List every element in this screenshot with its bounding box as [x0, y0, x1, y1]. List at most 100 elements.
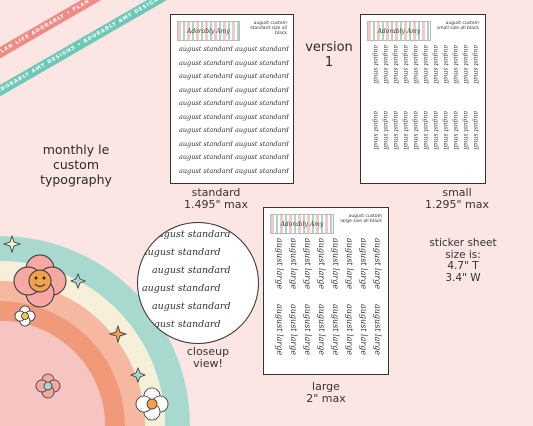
sticker-large: august large [303, 238, 312, 290]
sticker-small: august small [402, 45, 409, 84]
large-caption-title: large [312, 380, 340, 393]
sticker-standard: august standard [235, 58, 289, 67]
sticker-standard: august standard [179, 139, 233, 148]
small-caption-size: 1.295" max [424, 198, 489, 211]
sticker-standard: august standard [235, 139, 289, 148]
sticker-small: august small [392, 45, 399, 84]
sheet-title: august custom large size all black [340, 214, 382, 224]
flower-small-1 [14, 305, 36, 327]
small-sticker-sheet: Adorably Amy august custom small size al… [360, 14, 486, 184]
closeup-caption: closeup view! [180, 346, 236, 370]
sticker-large: august large [317, 304, 326, 356]
sticker-large: august large [345, 304, 354, 356]
flower-small-2 [35, 373, 61, 399]
standard-caption-title: standard [191, 186, 241, 199]
sticker-large: august large [275, 304, 284, 356]
sticker-small: august small [372, 45, 379, 84]
brand-logo: Adorably Amy [177, 21, 240, 41]
sticker-standard: august standard [179, 126, 233, 134]
sticker-small: august small [422, 45, 429, 84]
version-text: version [305, 40, 353, 55]
sticker-large: august large [303, 304, 312, 356]
sticker-standard: august standard [235, 85, 289, 94]
title-line-1: monthly le [42, 142, 110, 157]
size-info-height: 4.7" T [447, 260, 479, 272]
sticker-small: august small [402, 111, 409, 150]
sticker-small: august small [472, 45, 479, 84]
title-line-3: typography [40, 172, 112, 187]
small-caption: small 1.295" max [412, 187, 502, 211]
brand-logo: Adorably Amy [270, 214, 334, 234]
closeup-caption-line-1: closeup [186, 345, 230, 358]
rainbow-arc-peach [0, 281, 145, 426]
sticker-small: august small [462, 111, 469, 150]
sticker-small: august small [442, 45, 449, 84]
closeup-caption-line-2: view! [193, 357, 223, 370]
sparkle-icon-1 [2, 234, 22, 254]
teal-ribbon: ADORABLY AMY DESIGNS • ADORABLY AMY DESI… [0, 0, 191, 117]
sticker-standard: august standard [179, 72, 233, 80]
rainbow-arc-pink [0, 321, 105, 426]
sticker-closeup: august standard [152, 229, 231, 240]
sticker-standard: august standard [179, 166, 233, 175]
sticker-small: august small [472, 111, 479, 150]
sticker-large: august large [289, 304, 298, 356]
sticker-small: august small [452, 111, 459, 150]
sheet-header: Adorably Amy august custom standard size… [177, 21, 287, 41]
sticker-closeup: august standard [142, 319, 221, 330]
sticker-small: august small [412, 45, 419, 84]
sticker-standard: august standard [235, 45, 289, 53]
sticker-standard: august standard [179, 112, 233, 121]
title-line-2: custom [52, 157, 100, 172]
brand-logo: Adorably Amy [367, 21, 431, 41]
sparkle-icon-3 [108, 324, 128, 344]
sticker-small: august small [452, 45, 459, 84]
sticker-large: august large [331, 304, 340, 356]
flower-smiley [13, 254, 67, 308]
standard-caption-size: 1.495" max [183, 198, 248, 211]
sticker-large: august large [275, 238, 284, 290]
sticker-small: august small [392, 111, 399, 150]
sticker-large: august large [345, 238, 354, 290]
sticker-small: august small [382, 111, 389, 150]
sticker-standard: august standard [235, 112, 289, 121]
large-caption: large 2" max [286, 381, 366, 405]
sticker-small: august small [462, 45, 469, 84]
sticker-small: august small [372, 111, 379, 150]
size-info-width: 3.4" W [445, 271, 481, 284]
sheet-title: august custom standard size all black [250, 21, 287, 36]
version-label: version 1 [302, 40, 356, 70]
sticker-small: august small [422, 111, 429, 150]
large-caption-size: 2" max [306, 392, 346, 405]
sticker-large: august large [359, 304, 368, 356]
sticker-large: august large [359, 238, 368, 290]
flower-small-3 [135, 387, 169, 421]
standard-sticker-sheet: Adorably Amy august custom standard size… [170, 14, 294, 184]
sparkle-icon-2 [69, 272, 87, 290]
sticker-large: august large [317, 238, 326, 290]
sticker-standard: august standard [235, 166, 289, 175]
size-info-line-1: sticker sheet [429, 237, 497, 249]
sheet-header: Adorably Amy august custom small size al… [367, 21, 479, 41]
sticker-small: august small [412, 111, 419, 150]
version-number: 1 [324, 55, 334, 70]
sticker-large: august large [289, 238, 298, 290]
sticker-closeup: august standard [142, 247, 221, 258]
sticker-standard: august standard [179, 99, 233, 107]
rainbow-arc-coral [0, 301, 125, 426]
large-sticker-sheet: Adorably Amy august custom large size al… [263, 207, 389, 375]
sticker-standard: august standard [179, 58, 233, 67]
sheet-title: august custom small size all black [436, 21, 479, 31]
sticker-small: august small [382, 45, 389, 84]
sticker-large: august large [331, 238, 340, 290]
sticker-standard: august standard [235, 99, 289, 107]
size-info-line-2: size is: [445, 248, 481, 261]
small-caption-title: small [442, 186, 472, 199]
sticker-standard: august standard [235, 126, 289, 134]
sticker-small: august small [432, 45, 439, 84]
page-title: monthly le custom typography [26, 142, 126, 187]
sticker-standard: august standard [179, 85, 233, 94]
sticker-closeup: august standard [152, 301, 231, 312]
sticker-closeup: august standard [152, 265, 231, 276]
sheet-header: Adorably Amy august custom large size al… [270, 214, 382, 234]
